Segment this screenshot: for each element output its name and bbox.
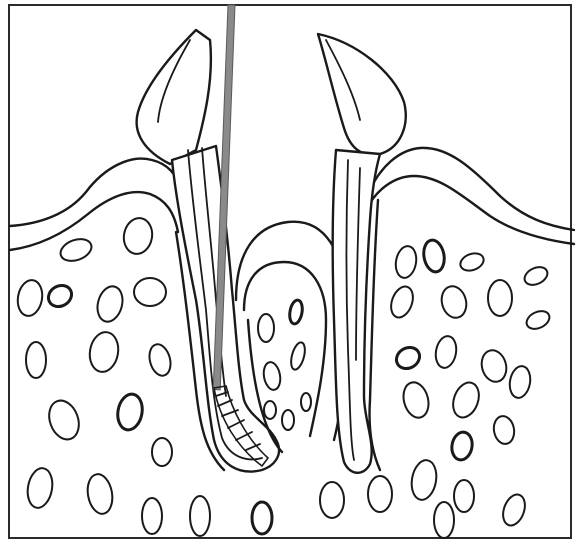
bone-space: [433, 335, 458, 370]
bone-space: [115, 392, 145, 432]
bone-space: [421, 239, 446, 274]
bone-space: [121, 216, 155, 256]
bone-space: [289, 341, 308, 371]
bone-space: [25, 466, 56, 510]
bone-space: [409, 458, 440, 502]
bone-space: [45, 281, 76, 310]
bone-space: [15, 278, 45, 318]
bone-space: [190, 496, 210, 536]
bone-space: [26, 342, 46, 378]
bone-space: [152, 438, 172, 466]
bone-space: [146, 342, 174, 378]
figure-frame: [9, 5, 571, 538]
bone-space: [288, 299, 304, 325]
tooth-right: [318, 34, 406, 473]
bone-space: [282, 410, 294, 430]
bone-space: [400, 380, 432, 421]
bone-space: [449, 379, 484, 421]
bone-space: [301, 393, 311, 411]
bone-space: [450, 430, 475, 461]
bone-space: [488, 280, 512, 316]
bone-space: [134, 278, 166, 306]
bone-space: [58, 235, 95, 265]
bone-space: [368, 476, 392, 512]
bone-space: [393, 245, 418, 280]
bone-space: [87, 330, 122, 374]
right-crown: [318, 34, 406, 155]
bone-space: [142, 498, 162, 534]
bone-space: [387, 284, 417, 321]
bone-space: [492, 414, 517, 445]
bone-space: [454, 480, 474, 512]
bone-space: [499, 492, 529, 529]
bone-space: [438, 283, 469, 320]
bone-space: [94, 284, 126, 325]
bone-trabeculae: [15, 216, 552, 538]
bone-space: [393, 343, 424, 372]
left-crown: [137, 30, 211, 164]
bone-space: [478, 347, 509, 384]
bone-space: [524, 308, 553, 333]
gingiva-outline: [10, 148, 574, 250]
bone-space: [458, 250, 486, 273]
bone-space: [44, 396, 84, 443]
bone-space: [85, 472, 116, 516]
bone-space: [434, 502, 454, 538]
bone-space: [522, 264, 551, 289]
bone-space: [262, 361, 283, 391]
bone-space: [258, 314, 274, 342]
bone-space: [507, 365, 532, 400]
bone-space: [264, 401, 276, 419]
tooth-left: [137, 30, 279, 472]
bone-space: [252, 502, 272, 534]
bone-space: [320, 482, 344, 518]
